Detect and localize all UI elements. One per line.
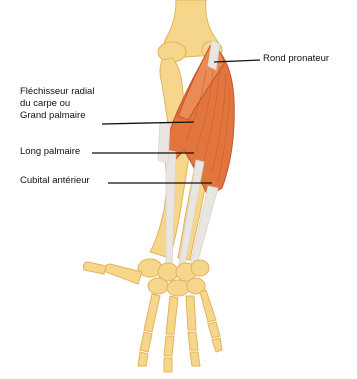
label-long-palmaire-text: Long palmaire bbox=[20, 146, 80, 158]
label-flechisseur-line3: Grand palmaire bbox=[20, 110, 94, 122]
finger-bones bbox=[138, 290, 222, 372]
label-flechisseur-line1: Fléchisseur radial bbox=[20, 86, 94, 98]
thumb-bones bbox=[84, 262, 143, 284]
label-cubital-anterieur-text: Cubital antérieur bbox=[20, 175, 90, 187]
label-long-palmaire: Long palmaire bbox=[20, 146, 80, 158]
carpal-bones bbox=[138, 259, 209, 296]
label-rond-pronateur: Rond pronateur bbox=[263, 53, 329, 65]
label-flechisseur-radial: Fléchisseur radial du carpe ou Grand pal… bbox=[20, 86, 94, 122]
label-cubital-anterieur: Cubital antérieur bbox=[20, 175, 90, 187]
label-flechisseur-line2: du carpe ou bbox=[20, 98, 94, 110]
label-rond-pronateur-text: Rond pronateur bbox=[263, 53, 329, 65]
